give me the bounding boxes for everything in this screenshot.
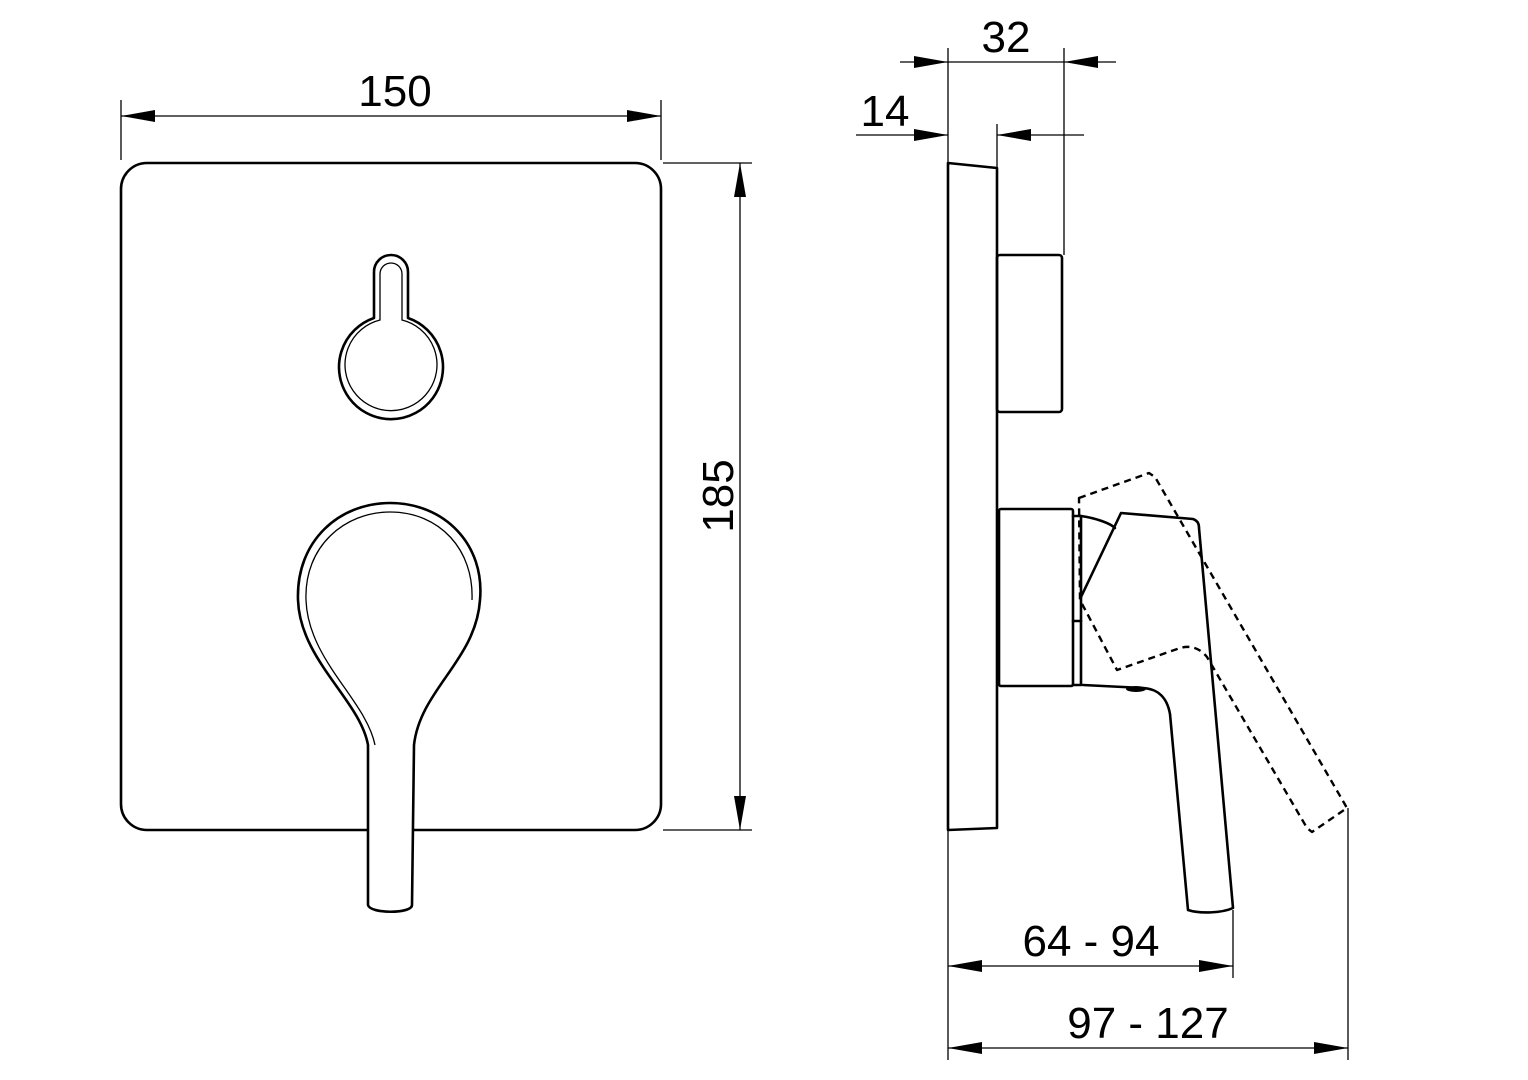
width-label: 150	[358, 67, 431, 116]
thickness-14-dimension: 14	[856, 87, 1084, 168]
lever-reach-dimension: 64 - 94	[947, 830, 1234, 1060]
total-reach-dimension: 97 - 127	[948, 808, 1349, 1060]
height-dimension: 185	[663, 162, 752, 831]
total-reach-label: 97 - 127	[1067, 999, 1228, 1048]
height-label: 185	[694, 459, 743, 532]
lever-side	[1079, 511, 1235, 914]
diverter-button-side	[995, 253, 1064, 414]
mixer-handle-front	[296, 501, 482, 914]
side-view	[946, 161, 1349, 914]
width-dimension: 150	[120, 67, 662, 160]
depth-32-label: 32	[982, 13, 1031, 62]
depth-32-dimension: 32	[900, 13, 1116, 255]
cartridge-housing	[997, 507, 1075, 688]
diverter-keyhole	[337, 253, 445, 421]
lever-dashed-position	[1077, 471, 1349, 834]
lever-reach-label: 64 - 94	[1023, 917, 1160, 966]
cover-plate-side	[946, 161, 999, 832]
front-view	[119, 161, 663, 914]
thickness-14-label: 14	[861, 87, 910, 136]
